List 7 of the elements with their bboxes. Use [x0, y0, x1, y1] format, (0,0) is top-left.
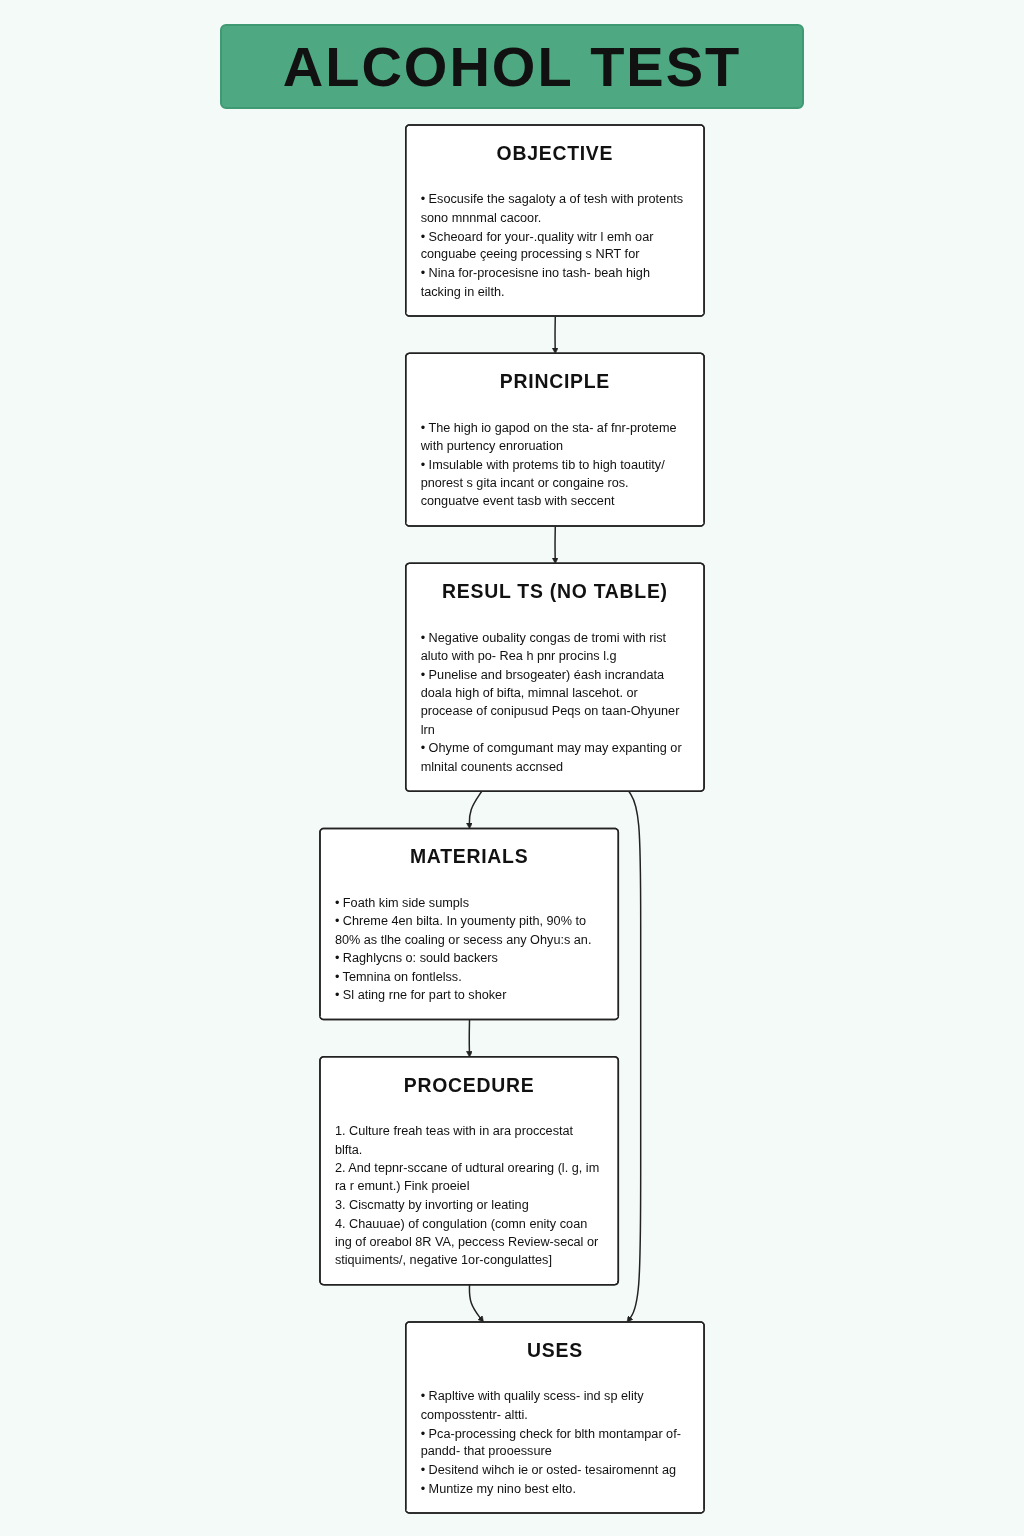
title-banner: ALCOHOL TEST: [220, 24, 804, 109]
arrow: [468, 1284, 484, 1323]
arrow: [551, 315, 559, 354]
arrow: [626, 790, 642, 1323]
arrow: [466, 790, 483, 830]
arrow: [551, 525, 559, 564]
arrow: [466, 1019, 473, 1058]
